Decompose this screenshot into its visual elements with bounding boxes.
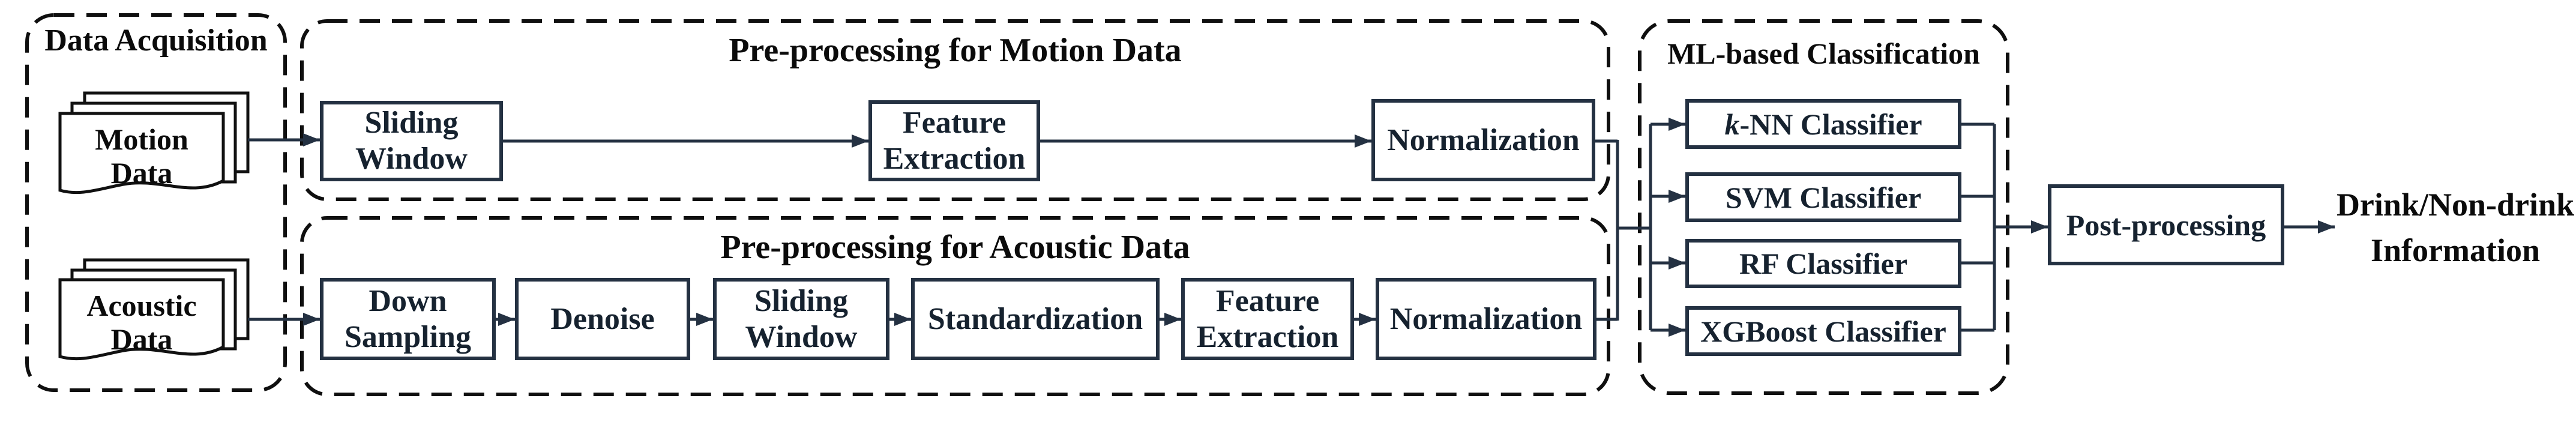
classifier-svm: SVM Classifier <box>1685 172 1961 222</box>
classifier-svm-label: SVM Classifier <box>1725 180 1922 214</box>
classifier-xgboost-label: XGBoost Classifier <box>1700 314 1946 348</box>
acoustic-data-label-line2: Data <box>110 322 173 356</box>
step-feature-extraction-motion: Feature Extraction <box>868 100 1040 181</box>
motion-preprocessing-frame <box>300 19 1610 201</box>
motion-data-document-stack <box>58 91 250 194</box>
data-acquisition-frame <box>25 13 287 392</box>
output-information-label: Drink/Non-drink Information <box>2335 182 2576 273</box>
classifier-knn-label: -NN Classifier <box>1739 107 1922 141</box>
step-feature-extraction-acoustic: Feature Extraction <box>1181 278 1354 360</box>
step-sliding-window-acoustic: Sliding Window <box>713 278 889 360</box>
classifier-knn-italic-k: k <box>1724 107 1740 141</box>
acoustic-preprocessing-title: Pre-processing for Acoustic Data <box>720 229 1190 266</box>
acoustic-preprocessing-frame <box>300 216 1610 396</box>
motion-data-label: Motion Data <box>60 122 223 190</box>
classifier-xgboost: XGBoost Classifier <box>1685 306 1961 356</box>
step-standardization: Standardization <box>911 278 1160 360</box>
step-sliding-window-motion: Sliding Window <box>320 101 503 181</box>
acoustic-data-label: Acoustic Data <box>60 289 223 356</box>
output-label-line1: Drink/Non-drink <box>2336 187 2575 223</box>
step-down-sampling: Down Sampling <box>320 278 496 360</box>
data-acquisition-title: Data Acquisition <box>44 23 268 58</box>
step-normalization-acoustic: Normalization <box>1376 278 1596 360</box>
ml-classification-title: ML-based Classification <box>1667 37 1980 70</box>
classifier-knn: k-NN Classifier <box>1685 99 1961 149</box>
output-label-line2: Information <box>2371 232 2540 268</box>
motion-data-label-line2: Data <box>110 156 173 190</box>
acoustic-data-label-line1: Acoustic <box>86 289 197 322</box>
post-processing-box: Post-processing <box>2048 184 2284 265</box>
step-normalization-motion: Normalization <box>1371 99 1595 181</box>
acoustic-data-document-stack <box>58 258 250 361</box>
classifier-rf-label: RF Classifier <box>1739 247 1908 280</box>
motion-data-label-line1: Motion <box>95 122 188 156</box>
classifier-rf: RF Classifier <box>1685 239 1961 288</box>
step-denoise: Denoise <box>515 278 690 360</box>
motion-preprocessing-title: Pre-processing for Motion Data <box>729 32 1182 69</box>
